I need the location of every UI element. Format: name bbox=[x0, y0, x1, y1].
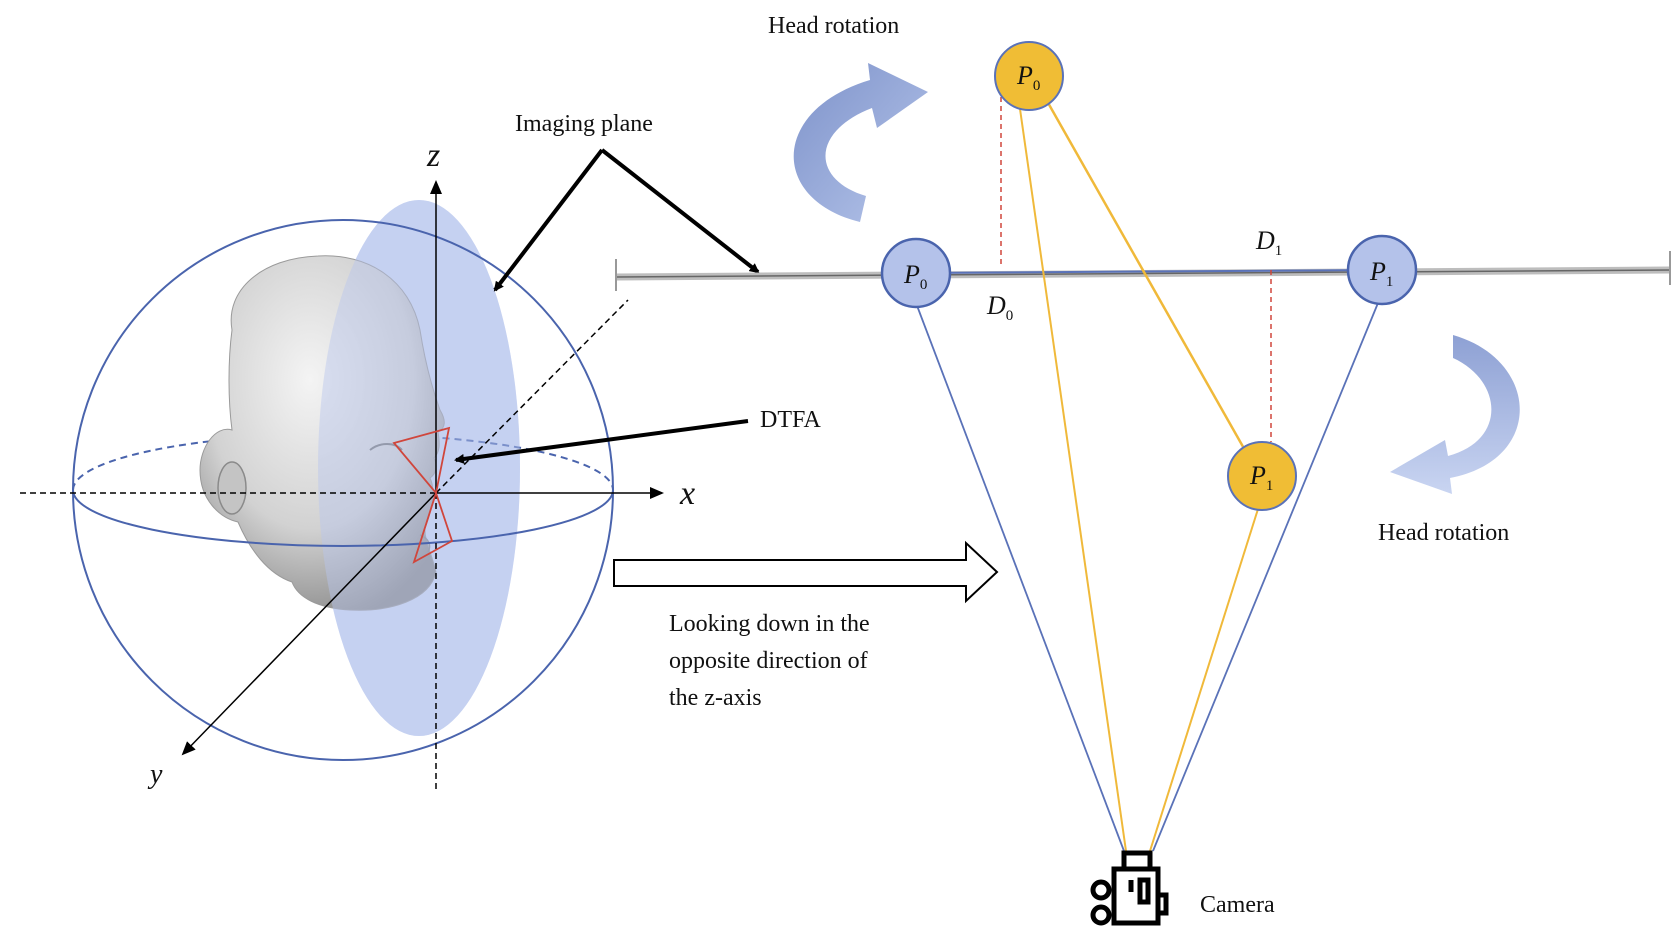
point-p0-plane bbox=[880, 237, 952, 309]
label-p0-top-sub: 0 bbox=[1033, 78, 1041, 94]
looking-text-line1: Looking down in the bbox=[669, 611, 870, 637]
head-rotation-right-label: Head rotation bbox=[1378, 520, 1509, 546]
point-p1-plane bbox=[1346, 234, 1418, 306]
label-p0-top-main: P bbox=[1016, 61, 1033, 90]
point-p0-top bbox=[994, 41, 1064, 111]
sphere-diagram: z x y bbox=[20, 137, 695, 790]
label-p1-plane-main: P bbox=[1369, 257, 1386, 286]
label-d0: D0 bbox=[986, 291, 1013, 324]
top-view-diagram: P0 P0 P1 P1 D0 D1 Head rotation Head rot… bbox=[615, 13, 1671, 926]
rotation-arrow-right bbox=[1390, 335, 1520, 494]
head-rotation-top-label: Head rotation bbox=[768, 13, 899, 39]
y-axis bbox=[181, 492, 437, 756]
axis-label-x: x bbox=[679, 475, 695, 512]
imaging-plane-arrow-right bbox=[600, 148, 760, 274]
label-d1-sub: 1 bbox=[1275, 243, 1283, 259]
dtfa-label: DTFA bbox=[760, 407, 822, 433]
dtfa-upper-triangle bbox=[392, 426, 451, 496]
label-p1-plane-sub: 1 bbox=[1386, 274, 1394, 290]
head-model bbox=[199, 255, 445, 611]
label-d1: D1 bbox=[1255, 226, 1282, 259]
label-p1-lower: P1 bbox=[1249, 461, 1273, 494]
plane-bar-core bbox=[615, 269, 1671, 278]
label-p1-lower-main: P bbox=[1249, 461, 1266, 490]
looking-text-line2: opposite direction of bbox=[669, 648, 868, 674]
label-p0-plane-main: P bbox=[903, 260, 920, 289]
axis-label-z: z bbox=[426, 137, 440, 174]
equator-front bbox=[72, 489, 614, 547]
view-direction-arrow bbox=[613, 540, 999, 604]
label-p1-plane: P1 bbox=[1369, 257, 1393, 290]
gold-ray-p1-camera bbox=[1149, 508, 1259, 852]
gold-ray-p0-p1 bbox=[1045, 100, 1248, 453]
label-p1-lower-sub: 1 bbox=[1266, 478, 1274, 494]
y-axis-back bbox=[435, 299, 629, 494]
axis-label-y: y bbox=[147, 759, 163, 790]
imaging-plane-overlay bbox=[318, 200, 520, 736]
label-p0-plane: P0 bbox=[903, 260, 927, 293]
label-p0-top: P0 bbox=[1016, 61, 1040, 94]
d-segment bbox=[915, 269, 1383, 274]
rotation-arrow-top bbox=[793, 63, 928, 222]
dtfa-lower-triangle bbox=[412, 490, 454, 564]
imaging-plane-arrow-left bbox=[493, 148, 604, 292]
camera-icon bbox=[1090, 850, 1169, 926]
label-p0-plane-sub: 0 bbox=[920, 277, 928, 293]
label-d0-main: D bbox=[986, 291, 1006, 320]
dtfa-arrow bbox=[454, 419, 749, 464]
blue-ray-p1 bbox=[1152, 302, 1379, 852]
label-d1-main: D bbox=[1255, 226, 1275, 255]
gold-ray-p0-camera bbox=[1019, 108, 1127, 852]
label-d0-sub: 0 bbox=[1006, 308, 1014, 324]
camera-label: Camera bbox=[1200, 892, 1275, 918]
imaging-plane-label: Imaging plane bbox=[515, 111, 653, 137]
point-p1-lower bbox=[1227, 441, 1297, 511]
blue-ray-p0 bbox=[915, 302, 1125, 852]
looking-text-line3: the z-axis bbox=[669, 685, 762, 711]
